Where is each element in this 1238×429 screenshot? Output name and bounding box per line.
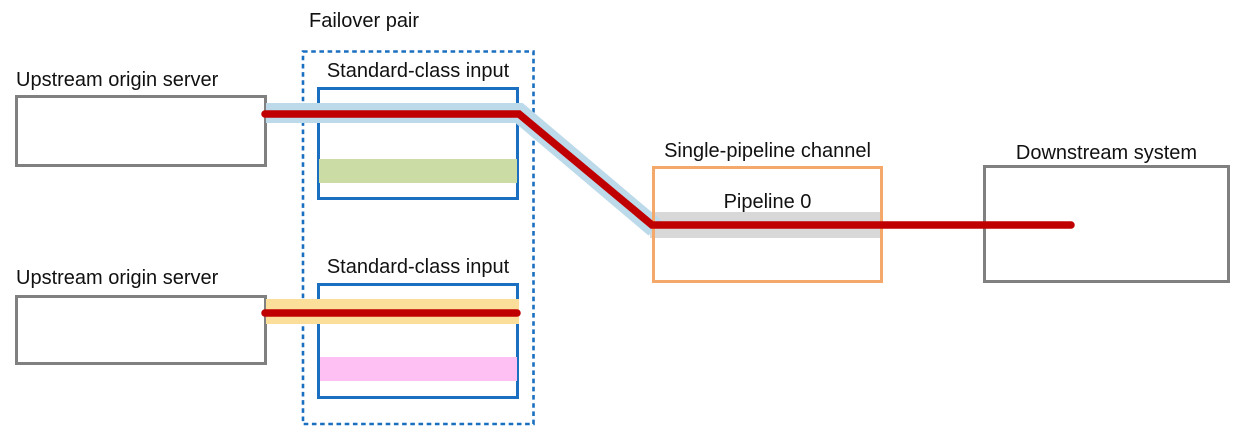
upstream-origin-server-top-box: [15, 95, 267, 167]
failover-pair-dashed-border: [301, 50, 535, 426]
pipeline-0-label: Pipeline 0: [723, 191, 812, 213]
standard-class-input-bottom-box: [317, 283, 519, 399]
standard-class-input-bottom-label: Standard-class input: [326, 256, 510, 278]
upstream-origin-server-bottom-box: [15, 295, 267, 365]
pink-band: [320, 357, 517, 381]
upstream-origin-server-top-label: Upstream origin server: [16, 69, 219, 91]
upstream-origin-server-bottom-label: Upstream origin server: [16, 267, 219, 289]
downstream-system-label: Downstream system: [1015, 142, 1198, 164]
failover-pair-label: Failover pair: [309, 10, 420, 32]
single-pipeline-channel-label: Single-pipeline channel: [664, 140, 871, 162]
green-band: [319, 159, 517, 183]
active-signal-line: [261, 110, 1075, 229]
standard-class-input-top-box: [317, 87, 519, 200]
standard-class-input-top-label: Standard-class input: [326, 60, 510, 82]
